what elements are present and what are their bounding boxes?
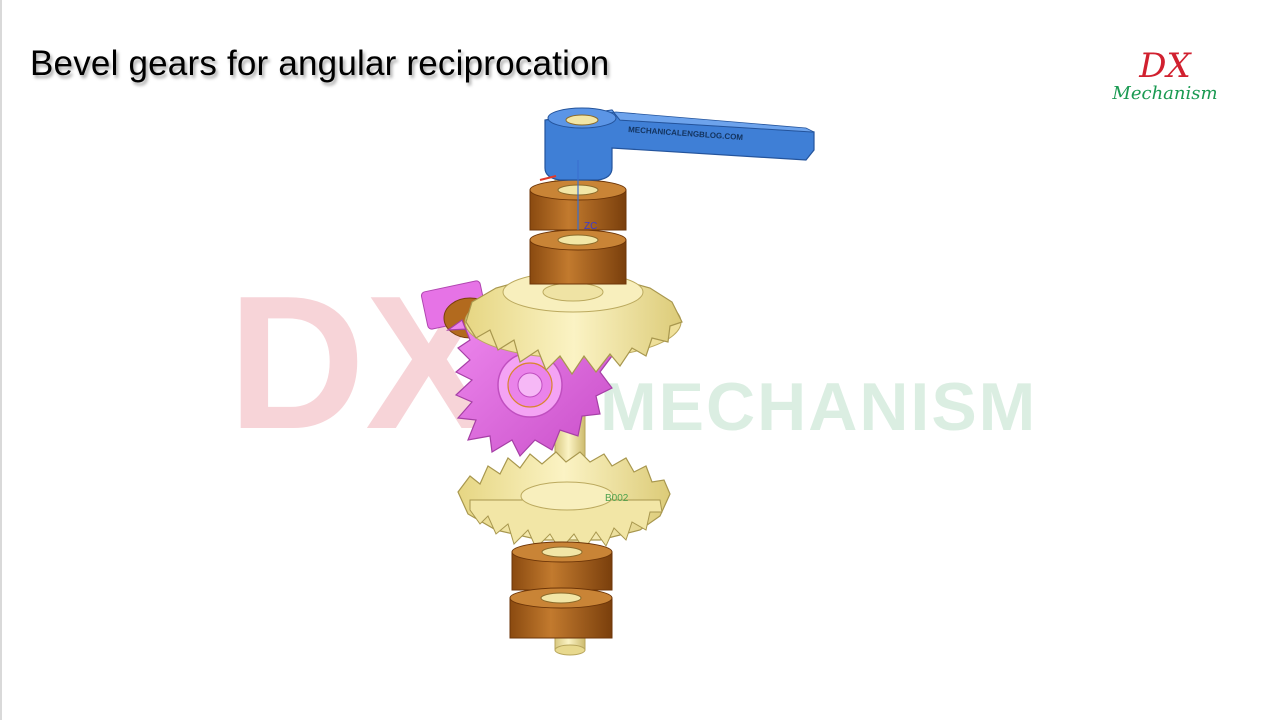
logo-mechanism-text: Mechanism xyxy=(1112,83,1218,104)
logo-dx-text: DX xyxy=(1139,46,1191,86)
video-title: Bevel gears for angular reciprocation xyxy=(30,44,610,83)
lower-bevel-gear: B002 xyxy=(457,451,671,551)
upper-bearing-bottom xyxy=(529,229,627,285)
watermark-mechanism: MECHANISM xyxy=(600,369,1038,445)
blue-handle-lever: MECHANICALENGBLOG.COM xyxy=(544,107,815,181)
axis-marker: ZC xyxy=(539,160,597,232)
part-label: B002 xyxy=(605,493,629,504)
lower-bearing-top xyxy=(511,541,613,591)
channel-logo: DX Mechanism xyxy=(1100,48,1230,104)
lower-bearing-bottom xyxy=(509,587,613,639)
upper-bevel-gear xyxy=(464,271,683,376)
axis-label-zc: ZC xyxy=(584,221,597,232)
frame-edge xyxy=(0,0,2,720)
